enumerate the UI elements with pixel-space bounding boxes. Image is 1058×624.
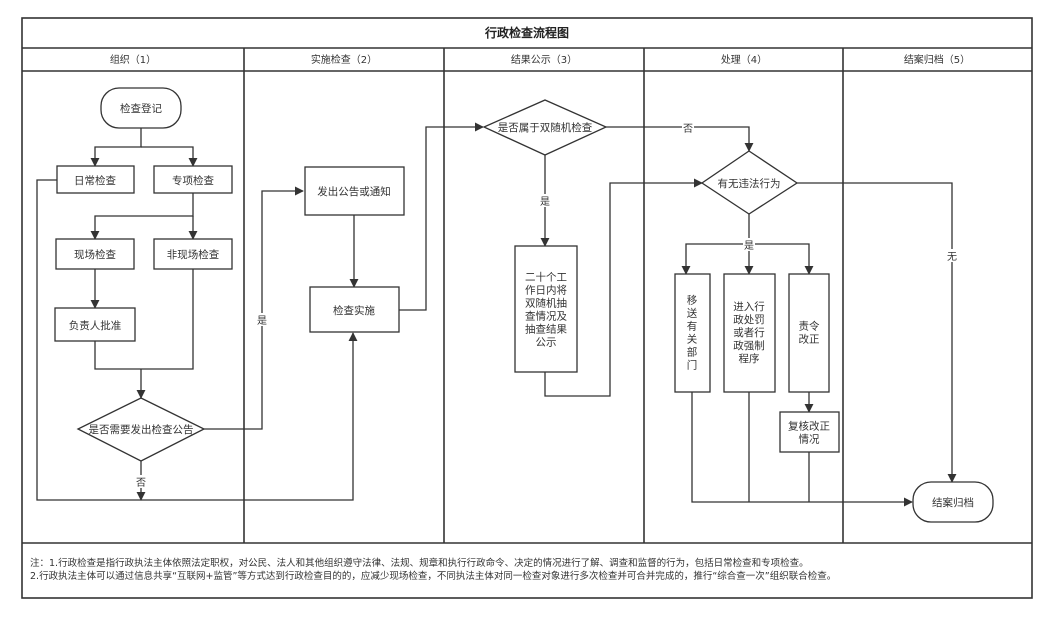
node-label-line: 政强制 xyxy=(733,339,765,352)
node-label-line: 双随机抽 xyxy=(525,297,567,310)
lane-header-archive: 结案归档（5） xyxy=(904,53,970,66)
node-label-line: 复核改正 xyxy=(788,420,830,433)
node-label-line: 非现场检查 xyxy=(167,248,220,261)
node-label-line: 是否属于双随机检查 xyxy=(498,121,593,134)
lane-header-publicize: 结果公示（3） xyxy=(511,53,577,66)
node-case-archive[interactable]: 结案归档 xyxy=(912,481,994,523)
node-label-line: 部 xyxy=(687,346,698,359)
lane-header-implement: 实施检查（2） xyxy=(311,53,377,66)
note-line-2: 2.行政执法主体可以通过信息共享“互联网+监管”等方式达到行政检查目的的，应减少… xyxy=(30,570,836,582)
node-label-line: 负责人批准 xyxy=(69,319,122,332)
node-label-line: 程序 xyxy=(739,352,760,365)
node-onsite-check[interactable]: 现场检查 xyxy=(55,238,135,270)
node-label-line: 专项检查 xyxy=(172,174,214,187)
edge-publicize-violation xyxy=(544,178,703,397)
node-label-line: 查情况及 xyxy=(525,310,567,323)
node-label-line: 或者行 xyxy=(733,326,765,339)
node-label-line: 进入行 xyxy=(733,300,765,313)
node-label-line: 关 xyxy=(687,333,698,346)
label-notice-no: 否 xyxy=(136,477,146,489)
label-random-no: 否 xyxy=(683,123,693,135)
label-notice-yes: 是 xyxy=(257,315,267,327)
node-label-line: 移 xyxy=(687,294,698,307)
nodes: 检查登记 日常检查 专项检查 现场检查 非现场检查 负责人批准 xyxy=(54,87,994,523)
node-special-check[interactable]: 专项检查 xyxy=(153,165,233,194)
node-routine-check[interactable]: 日常检查 xyxy=(56,165,135,194)
node-double-random-decision[interactable]: 是否属于双随机检查 xyxy=(482,99,608,156)
node-label-line: 作日内将 xyxy=(525,284,567,297)
edge-implement-random xyxy=(399,122,484,311)
node-label-line: 门 xyxy=(687,359,698,372)
node-issue-notice[interactable]: 发出公告或通知 xyxy=(304,166,405,216)
label-violation-none: 无 xyxy=(947,252,957,263)
node-label-line: 结案归档 xyxy=(932,496,974,509)
node-label-line: 发出公告或通知 xyxy=(317,185,391,198)
edge-violation-transfer xyxy=(681,243,749,275)
edge-violation-rectify xyxy=(749,243,814,275)
node-label-line: 是否需要发出检查公告 xyxy=(89,423,194,436)
node-label-line: 现场检查 xyxy=(74,248,116,261)
edge-start-routine xyxy=(90,128,142,167)
node-label-line: 检查登记 xyxy=(120,102,162,115)
node-label-line: 责令 xyxy=(799,320,820,333)
node-label-line: 日常检查 xyxy=(74,174,116,187)
node-offsite-check[interactable]: 非现场检查 xyxy=(153,238,233,270)
edge-routine-implement xyxy=(36,179,358,501)
node-violation-decision[interactable]: 有无违法行为 xyxy=(700,150,799,215)
edge-random-no xyxy=(606,126,754,152)
edges xyxy=(36,122,957,507)
node-label-line: 抽查结果 xyxy=(525,323,567,336)
edge-violation-none xyxy=(797,182,957,483)
node-label-line: 政处罚 xyxy=(733,313,765,326)
edge-need-notice-yes xyxy=(204,186,304,430)
node-label-line: 公示 xyxy=(536,337,557,349)
node-label-line: 有 xyxy=(687,320,698,333)
node-label-line: 改正 xyxy=(799,333,820,346)
diagram-title: 行政检查流程图 xyxy=(484,25,569,40)
label-random-yes: 是 xyxy=(540,196,550,208)
edge-start-special xyxy=(141,146,198,167)
node-label-line: 二十个工 xyxy=(525,271,567,284)
node-label-line: 送 xyxy=(687,307,698,320)
node-implement-check[interactable]: 检查实施 xyxy=(309,286,400,333)
lane-header-organize: 组织（1） xyxy=(110,53,156,66)
node-check-registration[interactable]: 检查登记 xyxy=(100,87,182,129)
node-supervisor-approval[interactable]: 负责人批准 xyxy=(54,307,136,342)
edge-special-onsite xyxy=(90,193,194,240)
node-need-notice-decision[interactable]: 是否需要发出检查公告 xyxy=(76,397,206,462)
node-label-line: 检查实施 xyxy=(333,304,375,317)
diagram-frame xyxy=(21,17,1033,599)
edge-approve-merge xyxy=(94,269,194,370)
label-violation-yes: 是 xyxy=(744,240,754,252)
node-label-line: 情况 xyxy=(799,433,820,446)
edge-branches-archive xyxy=(691,392,913,507)
note-line-1: 注：1.行政检查是指行政执法主体依照法定职权，对公民、法人和其他组织遵守法律、法… xyxy=(30,557,809,569)
edge-labels: 是 否 是 否 是 无 xyxy=(135,121,958,489)
lane-header-handle: 处理（4） xyxy=(721,54,767,66)
node-label-line: 有无违法行为 xyxy=(718,177,781,190)
